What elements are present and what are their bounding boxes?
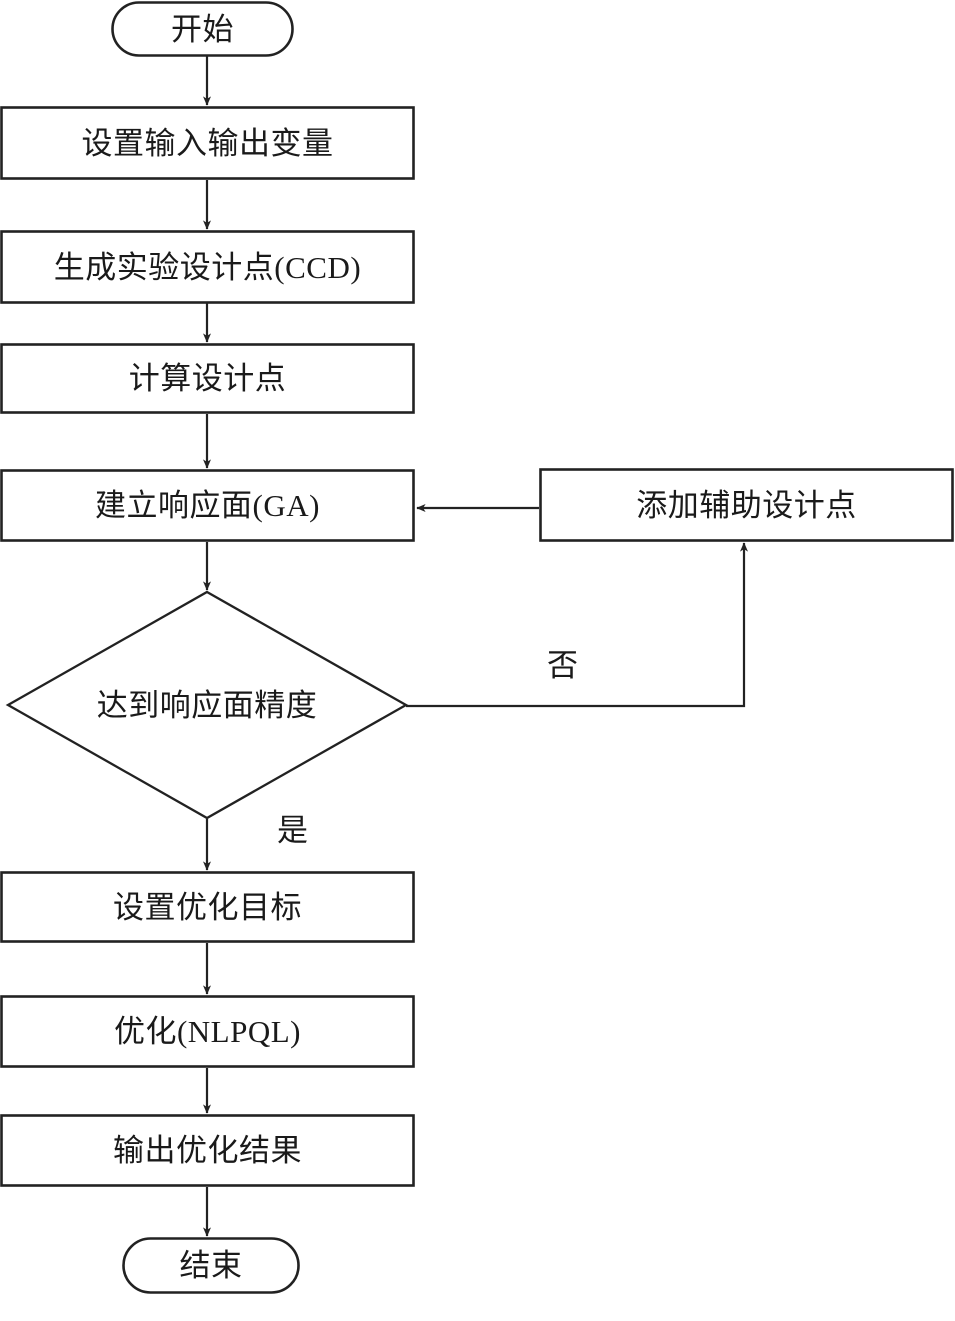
node-build-rs-shape[interactable] <box>0 469 415 542</box>
node-set-vars-shape[interactable] <box>0 106 415 180</box>
node-gen-ccd-shape[interactable] <box>0 230 415 304</box>
node-set-goal-shape[interactable] <box>0 871 415 943</box>
edge-check-acc-no-to-add-pts <box>406 542 749 708</box>
node-output-res-shape[interactable] <box>0 1114 415 1187</box>
edge-label-yes: 是 <box>277 813 308 848</box>
node-calc-pts-shape[interactable] <box>0 343 415 414</box>
node-check-acc-shape[interactable] <box>5 590 409 820</box>
node-add-pts-shape[interactable] <box>539 468 954 542</box>
edge-label-no: 否 <box>547 648 578 683</box>
node-optimize-shape[interactable] <box>0 995 415 1068</box>
node-start-shape[interactable] <box>111 1 294 57</box>
node-end-shape[interactable] <box>122 1237 300 1294</box>
